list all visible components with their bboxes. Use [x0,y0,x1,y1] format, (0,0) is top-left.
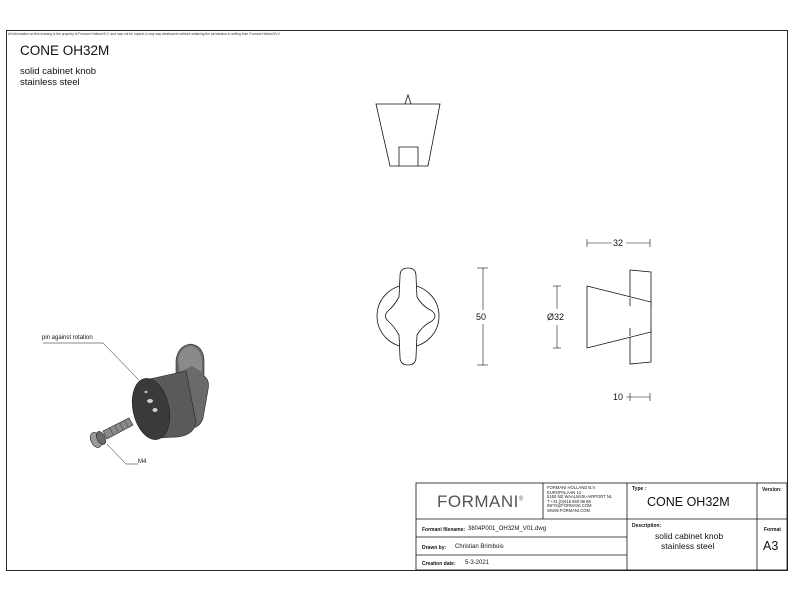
version-label: Version: [762,487,782,493]
isometric-view [43,342,209,465]
pin-callout-label: pin against rotation [42,335,93,341]
filename-label: Formani filename: [422,527,466,533]
dimension-width [586,239,651,247]
type-label: Type : [632,486,647,492]
top-view [375,93,441,167]
format-value: A3 [763,539,779,553]
front-view [376,267,440,366]
copyright-notice: All information on this drawing is the p… [8,32,281,36]
format-label: Format [764,527,781,533]
dimension-width-label: 32 [613,238,624,248]
description-line-1: solid cabinet knob [20,66,97,77]
company-address: FORMANI HOLLAND B.V. EUROPALAAN 12 5165 … [547,485,613,514]
formani-logo: FORMANI® [437,492,524,512]
tb-description-line-2: stainless steel [661,541,715,551]
sheet-border [6,30,788,571]
website: WWW.FORMANI.COM [547,507,591,513]
description-label: Description: [632,523,662,529]
logo-text: FORMANI [437,492,519,511]
screw-callout-label: M4 [138,459,147,465]
title-block-lines [415,482,788,571]
creation-date-label: Creation date: [422,561,456,567]
dimension-diameter-label: Ø32 [547,312,565,322]
email: INFO@FORMANI.COM [547,503,592,509]
dimension-depth [626,393,651,401]
address-line-1: EUROPALAAN 12 [547,489,582,495]
phone: T +31 (0)416 650 88 88 [547,498,591,504]
dimension-diameter [553,285,561,349]
dimension-depth-label: 10 [613,392,624,402]
type-value: CONE OH32M [647,495,730,509]
drawn-by-value: Christian Brimbois [455,544,504,550]
tb-description-line-1: solid cabinet knob [655,531,724,541]
drawing-title: CONE OH32M [20,43,110,58]
logo-registered-mark: ® [518,496,524,503]
dimension-height [477,267,488,366]
dimension-height-label: 50 [476,312,487,322]
company-name: FORMANI HOLLAND B.V. [547,485,596,490]
side-view [586,269,652,365]
drawn-by-label: Drawn by: [422,545,447,551]
description-line-2: stainless steel [20,77,80,88]
address-line-2: 5165 NE WAALWIJK-AIRPORT NL [547,494,613,500]
creation-date-value: 5-3-2021 [465,560,490,566]
filename-value: 3804P001_OH32M_V01.dwg [468,526,547,532]
